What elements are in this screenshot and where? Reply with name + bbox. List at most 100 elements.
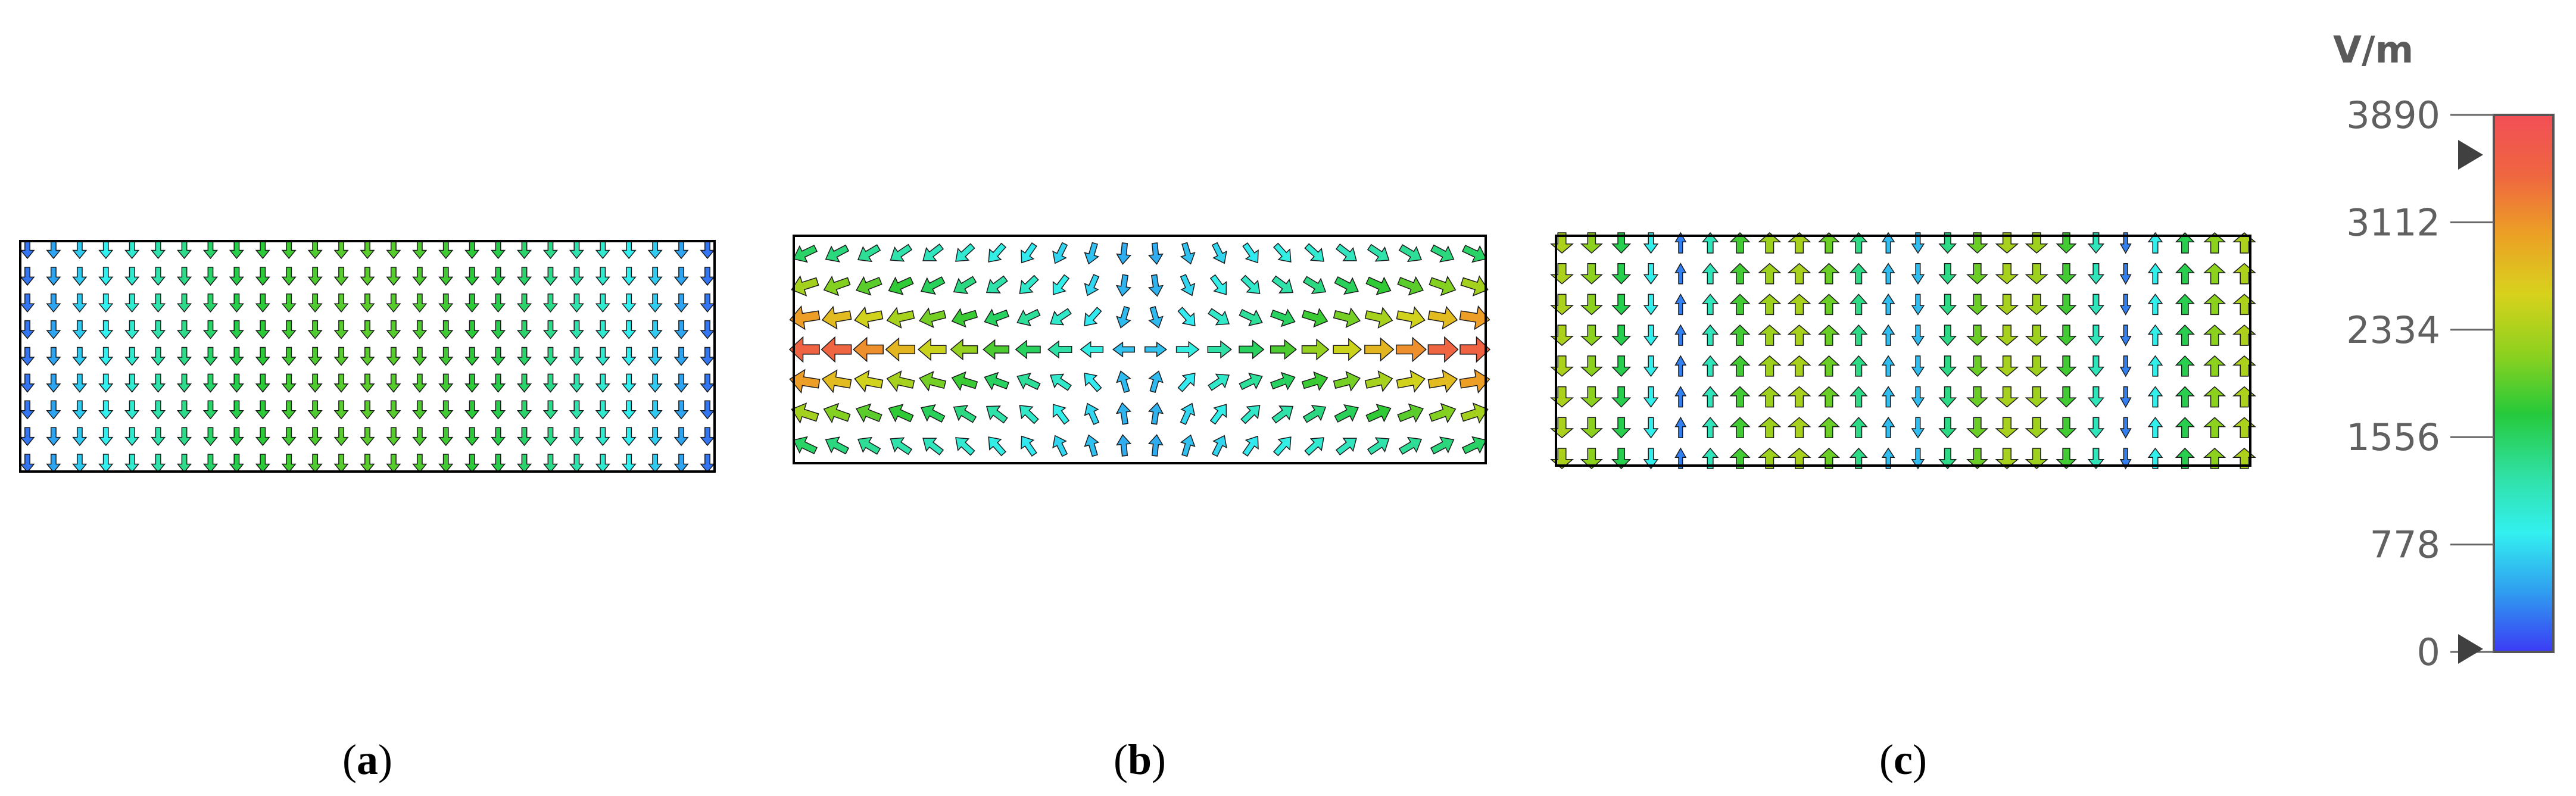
field-arrow [360, 240, 375, 260]
field-arrow [151, 294, 166, 313]
field-arrow [20, 294, 35, 313]
field-arrow [1080, 341, 1104, 358]
field-arrow [1966, 324, 1989, 347]
field-arrow [647, 267, 663, 286]
field-arrow [202, 267, 219, 286]
field-arrow [2232, 294, 2257, 316]
field-arrow [1047, 340, 1072, 359]
field-arrow [360, 373, 375, 393]
field-arrow [229, 400, 244, 420]
field-arrow [412, 400, 428, 420]
field-arrow [621, 427, 637, 447]
field-arrow [464, 267, 480, 286]
field-arrow [2203, 417, 2226, 439]
field-arrow [542, 373, 559, 393]
field-arrow [1938, 355, 1957, 377]
field-arrow [1239, 373, 1263, 391]
field-arrow [1396, 306, 1426, 329]
field-arrow [202, 240, 219, 260]
field-arrow [647, 427, 663, 447]
field-arrow [1084, 307, 1102, 327]
field-arrow [2175, 263, 2195, 285]
field-arrow [2087, 263, 2105, 285]
field-arrow [1270, 339, 1297, 360]
field-arrow [673, 320, 689, 339]
field-arrow [1019, 274, 1039, 294]
field-arrow [46, 454, 61, 473]
field-arrow [2119, 294, 2132, 316]
field-arrow [890, 244, 913, 262]
field-arrow [2119, 263, 2132, 285]
field-arrow [2203, 294, 2226, 316]
field-arrow [1180, 242, 1196, 265]
field-arrow [1580, 294, 1603, 316]
colorbar-min-marker [2458, 634, 2483, 664]
field-arrow [360, 347, 375, 366]
field-arrow [1701, 232, 1719, 254]
field-arrow [1333, 338, 1362, 361]
field-arrow [1701, 263, 1719, 285]
field-arrow [1611, 294, 1632, 316]
field-arrow [412, 454, 428, 473]
field-arrow [951, 308, 978, 328]
field-arrow [1242, 435, 1259, 457]
field-arrow [516, 373, 532, 393]
field-arrow [386, 240, 401, 260]
field-arrow [855, 403, 882, 423]
field-arrow [2087, 294, 2105, 316]
field-arrow [1271, 405, 1294, 424]
field-arrow [1758, 417, 1782, 439]
field-arrow [176, 240, 192, 260]
field-arrow [647, 240, 663, 260]
field-arrow [1580, 324, 1603, 347]
field-arrow [821, 369, 852, 394]
field-arrow [1209, 404, 1227, 425]
field-arrow [255, 400, 270, 420]
field-arrow [20, 454, 35, 473]
field-arrow [1881, 232, 1895, 254]
field-arrow [2056, 417, 2077, 439]
field-arrow [229, 427, 244, 447]
field-arrow [1911, 355, 1925, 377]
field-arrow [255, 240, 270, 260]
field-arrow [1021, 242, 1037, 264]
field-arrow [20, 373, 35, 393]
field-arrow [821, 336, 852, 363]
field-arrow [700, 267, 715, 286]
field-arrow [595, 320, 610, 339]
field-arrow [1643, 386, 1659, 408]
field-arrow [1367, 437, 1390, 455]
field-arrow [46, 267, 61, 286]
field-arrow [20, 320, 35, 339]
field-arrow [2232, 263, 2257, 285]
field-arrow [412, 320, 428, 339]
field-arrow [1460, 402, 1489, 424]
field-arrow [124, 454, 140, 473]
field-arrow [438, 240, 454, 260]
field-arrow [307, 347, 323, 366]
field-arrow [1995, 355, 2019, 377]
field-arrow [1881, 324, 1895, 346]
field-arrow [2119, 324, 2132, 347]
field-arrow [438, 373, 454, 393]
field-arrow [176, 373, 192, 393]
field-arrow [229, 373, 244, 393]
field-arrow [1966, 417, 1989, 439]
panel-a: (a) [19, 240, 716, 783]
field-arrow [412, 294, 428, 313]
field-arrow [176, 400, 192, 420]
field-arrow [2147, 232, 2163, 254]
field-arrow [542, 240, 559, 260]
field-arrow [1429, 402, 1457, 423]
field-arrow [1333, 307, 1361, 329]
field-arrow [922, 438, 944, 455]
field-arrow [700, 294, 715, 313]
field-arrow [386, 294, 401, 313]
field-arrow [1849, 263, 1868, 285]
field-arrow [2056, 294, 2077, 316]
field-arrow [1966, 355, 1989, 377]
field-arrow [1049, 373, 1072, 391]
field-arrow [1729, 417, 1751, 439]
